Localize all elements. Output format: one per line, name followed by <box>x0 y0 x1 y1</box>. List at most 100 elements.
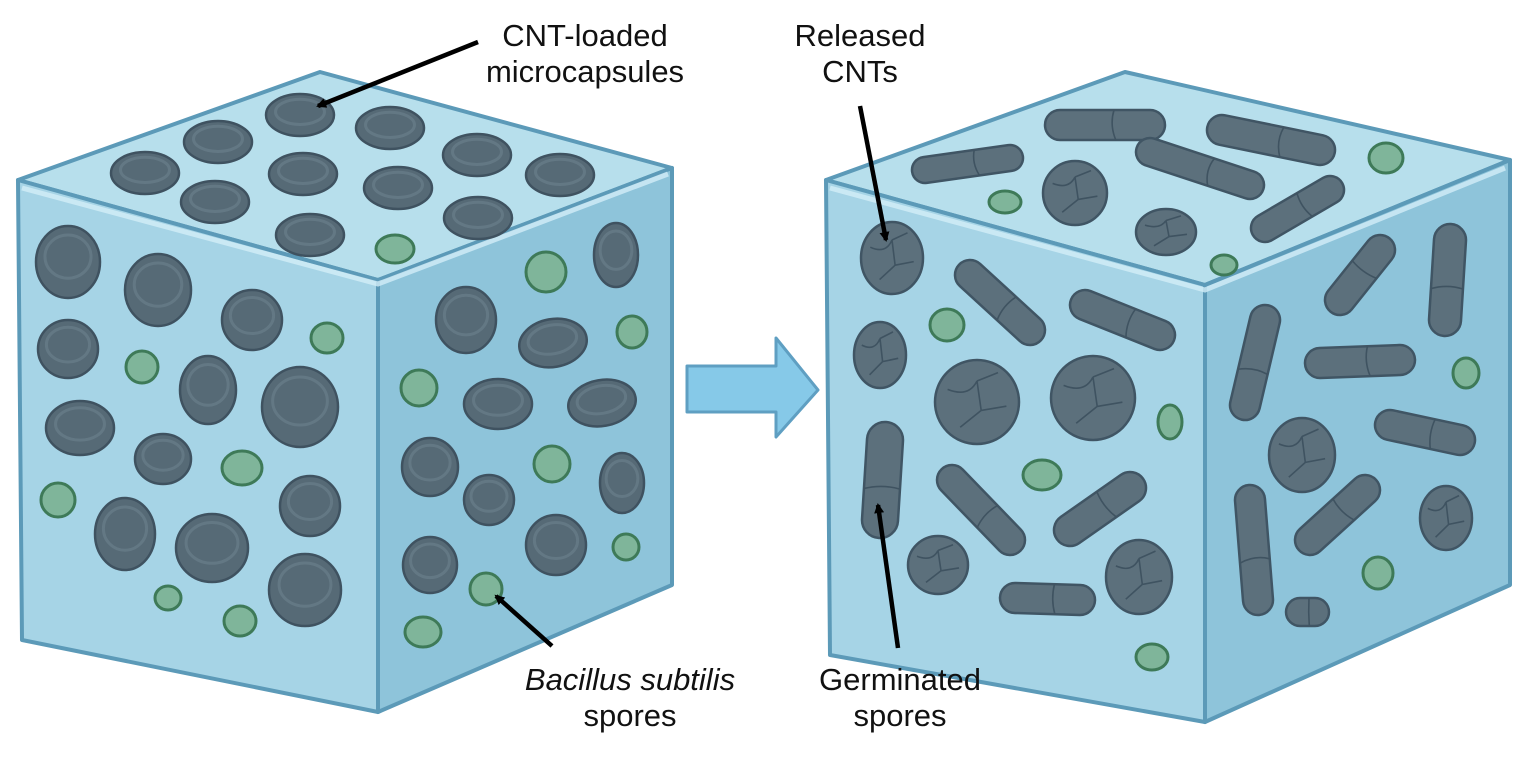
capsule-crack <box>1063 367 1123 424</box>
microcapsule-highlight <box>186 363 230 407</box>
spore <box>532 444 572 484</box>
microcapsule-highlight <box>184 521 240 565</box>
germinated-cell <box>1323 233 1397 317</box>
microcapsule <box>592 221 640 289</box>
capsule-crack <box>1278 428 1326 478</box>
germinated-cell <box>910 143 1025 185</box>
microcapsule <box>178 354 238 426</box>
spore <box>615 314 649 350</box>
germinated-cell <box>953 258 1047 347</box>
microcapsule <box>278 474 342 538</box>
microcapsule-highlight <box>451 137 503 166</box>
microcapsule-highlight <box>532 521 580 560</box>
microcapsule-highlight <box>192 124 244 153</box>
microcapsule-highlight <box>271 375 329 427</box>
microcapsule-highlight <box>277 561 333 608</box>
leader-arrow-microcapsules <box>316 39 479 109</box>
cracked-capsule <box>1267 416 1337 494</box>
spore <box>1361 555 1395 591</box>
germinated-cell <box>1293 473 1382 557</box>
label-microcapsules-line1: CNT-loaded <box>502 18 668 53</box>
microcapsule-highlight <box>442 293 490 337</box>
microcapsule <box>524 152 596 198</box>
cracked-capsule <box>906 534 970 596</box>
microcapsule-highlight <box>286 482 334 521</box>
spore <box>1451 356 1481 390</box>
microcapsule-highlight <box>284 217 336 246</box>
microcapsule-highlight <box>43 233 93 280</box>
cube-after-edge-highlight <box>829 165 1506 293</box>
germinated-cell <box>860 420 905 540</box>
germinated-cell <box>1427 222 1468 338</box>
spore <box>468 571 504 607</box>
cracked-capsule <box>852 320 908 390</box>
capsule-crack <box>947 371 1007 428</box>
capsule-crack <box>1052 169 1098 213</box>
germinated-cell <box>1068 288 1177 352</box>
microcapsule <box>274 212 346 258</box>
cracked-capsule <box>1134 207 1198 257</box>
cube-after <box>824 70 1512 724</box>
cube-before-edge-highlight <box>21 171 669 287</box>
cube-after-contents <box>852 108 1481 672</box>
germinated-cell <box>998 581 1097 617</box>
spore <box>524 250 568 294</box>
label-germinated-line1: Germinated <box>819 662 981 697</box>
cube-before <box>16 70 674 714</box>
microcapsule <box>267 552 343 628</box>
microcapsule-highlight <box>372 170 424 199</box>
microcapsule <box>267 151 339 197</box>
microcapsule-highlight <box>54 406 106 442</box>
capsule-crack <box>1427 494 1465 538</box>
capsule-crack <box>1144 215 1188 247</box>
capsule-crack <box>1115 550 1163 600</box>
microcapsule <box>354 105 426 151</box>
germinated-cell <box>1052 470 1148 548</box>
microcapsule <box>174 512 250 584</box>
cell-septum <box>1351 260 1377 280</box>
cracked-capsule <box>1049 354 1137 442</box>
leader-arrow-spores <box>494 594 554 648</box>
microcapsule-highlight <box>274 97 326 126</box>
microcapsule-highlight <box>101 505 149 552</box>
spore <box>987 189 1023 215</box>
microcapsule-highlight <box>228 296 276 335</box>
germinated-cell <box>1134 136 1266 201</box>
spore <box>39 481 77 519</box>
spore <box>124 349 160 385</box>
microcapsule-highlight <box>44 325 92 364</box>
cracked-capsule <box>1104 538 1174 616</box>
cell-septum <box>1237 367 1268 376</box>
microcapsule <box>598 451 646 515</box>
right-arrow-icon <box>685 336 820 439</box>
cell-septum <box>1111 109 1117 141</box>
microcapsule <box>462 473 516 527</box>
germinated-cell <box>1205 113 1337 167</box>
microcapsule-highlight <box>575 383 628 416</box>
label-microcapsules: CNT-loaded microcapsules <box>470 18 700 90</box>
spore <box>1156 403 1184 441</box>
microcapsule-highlight <box>534 157 586 186</box>
spore <box>309 321 345 355</box>
microcapsule <box>93 496 157 572</box>
microcapsule <box>123 252 193 328</box>
label-released-line1: Released <box>794 18 926 53</box>
microcapsule <box>441 132 513 178</box>
spore <box>374 233 416 265</box>
cell-septum <box>996 296 1017 321</box>
cracked-capsule <box>1041 159 1109 227</box>
cube-before-contents <box>34 92 649 649</box>
capsule-crack <box>861 331 899 376</box>
microcapsule <box>220 288 284 352</box>
spore <box>1134 642 1170 672</box>
cell-septum <box>1430 285 1464 290</box>
label-bacillus-species: Bacillus subtilis <box>524 662 736 697</box>
capsule-crack <box>916 543 960 584</box>
germinated-cell <box>1249 174 1346 244</box>
germinated-cell <box>1373 408 1477 457</box>
germinated-cell <box>935 463 1027 557</box>
cell-septum <box>1239 556 1270 564</box>
label-released-cnts: Released CNTs <box>770 18 950 90</box>
microcapsule-highlight <box>119 155 171 184</box>
